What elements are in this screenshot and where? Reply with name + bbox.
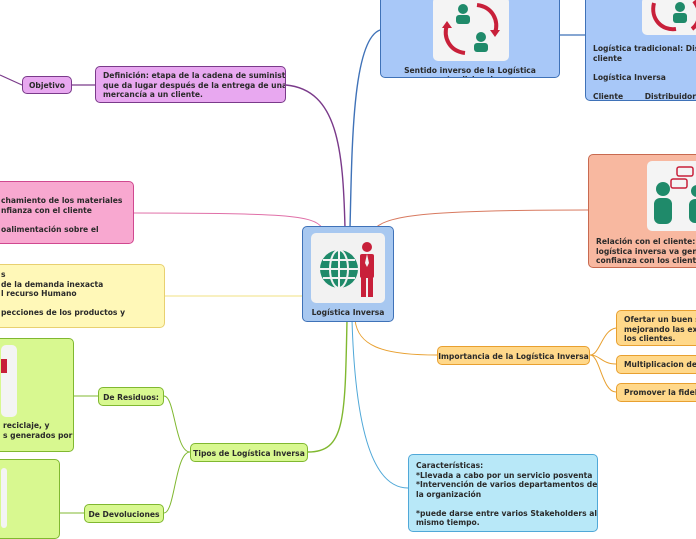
- caract-line-3: *Intervención de varios departamentos de: [416, 480, 598, 489]
- imp1-line-3: los clientes.: [624, 334, 676, 343]
- green1-line-2: s generados por: [3, 430, 73, 440]
- imp2-label: Multiplicacion de la: [624, 360, 696, 369]
- caract-line-2: *Llevada a cabo por un servicio posventa: [416, 470, 593, 480]
- pink-line-4: oalimentación sobre el: [1, 224, 99, 234]
- central-title: Logística Inversa: [311, 308, 385, 317]
- yellow-line-5: pecciones de los productos y: [1, 308, 126, 317]
- node-ofertar[interactable]: Ofertar un buen se mejorando las exp los…: [616, 310, 696, 346]
- globe-person-icon: [311, 233, 385, 303]
- node-multiplicacion[interactable]: Multiplicacion de la: [616, 355, 696, 374]
- caract-line-1: Características:: [416, 461, 484, 470]
- node-devoluciones[interactable]: De Devoluciones: [84, 504, 164, 523]
- caract-line-7: mismo tiempo.: [416, 518, 480, 527]
- node-beneficios[interactable]: chamiento de los materiales nfianza con …: [0, 181, 134, 244]
- recycle-image-icon: [1, 345, 17, 417]
- imp1-line-2: mejorando las exp: [624, 324, 696, 334]
- node-objetivo[interactable]: Objetivo: [22, 76, 72, 94]
- node-residuos[interactable]: De Residuos:: [98, 387, 164, 406]
- relacion-line-1: Relación con el cliente: ap: [596, 237, 696, 246]
- tipos-label: Tipos de Logística Inversa: [193, 449, 305, 458]
- cycle-people-icon-2: [642, 0, 696, 35]
- imp1-line-1: Ofertar un buen se: [624, 315, 696, 324]
- node-tipos[interactable]: Tipos de Logística Inversa: [190, 443, 308, 462]
- chat-people-icon: [647, 161, 696, 231]
- node-relacion-cliente[interactable]: Relación con el cliente: ap logística in…: [588, 154, 696, 268]
- devoluciones-label: De Devoluciones: [88, 510, 160, 519]
- caract-line-5: [416, 499, 590, 509]
- tradicional-line-6: Cliente _____Distribuidor: [593, 91, 696, 101]
- residuos-label: De Residuos:: [103, 393, 159, 402]
- tradicional-line-2: cliente: [593, 53, 623, 63]
- central-topic[interactable]: Logística Inversa: [302, 226, 394, 322]
- node-sentido-inverso[interactable]: Sentido inverso de la Logística tradicio…: [380, 0, 560, 78]
- cycle-people-icon: [433, 0, 509, 61]
- relacion-line-3: confianza con los clientes: [596, 256, 696, 265]
- node-caracteristicas[interactable]: Características: *Llevada a cabo por un …: [408, 454, 598, 532]
- yellow-line-4: [1, 299, 157, 309]
- tradicional-line-3: [593, 63, 696, 73]
- sentido-label: Sentido inverso de la Logística tradicio…: [404, 66, 536, 77]
- green1-line-1: reciclaje, y: [3, 421, 50, 430]
- return-image-icon: [1, 468, 7, 528]
- yellow-line-3: l recurso Humano: [1, 289, 77, 298]
- yellow-line-1: s: [1, 270, 6, 279]
- definicion-line-1: Definición: etapa de la cadena de sumini…: [103, 71, 286, 80]
- yellow-line-2: de la demanda inexacta: [1, 279, 104, 289]
- node-promover[interactable]: Promover la fideliz: [616, 383, 696, 402]
- tradicional-line-4: Logística Inversa: [593, 72, 666, 82]
- node-residuos-detalle[interactable]: reciclaje, y s generados por: [0, 338, 74, 452]
- relacion-line-2: logística inversa va gener: [596, 246, 696, 256]
- pink-line-2: nfianza con el cliente: [1, 205, 92, 215]
- caract-line-6: *puede darse entre varios Stakeholders a…: [416, 508, 598, 518]
- tradicional-line-5: [593, 82, 696, 92]
- imp3-label: Promover la fideliz: [624, 388, 696, 397]
- connector-lines: [0, 29, 617, 514]
- node-logistica-tradicional[interactable]: Logística tradicional: Distr cliente Log…: [585, 0, 696, 101]
- definicion-line-2: que da lugar después de la entrega de un…: [103, 80, 286, 90]
- node-devoluciones-detalle[interactable]: [0, 459, 60, 539]
- objetivo-label: Objetivo: [28, 81, 66, 90]
- tradicional-line-1: Logística tradicional: Distr: [593, 44, 696, 53]
- node-problemas[interactable]: s de la demanda inexacta l recurso Human…: [0, 264, 165, 328]
- importancia-label: Importancia de la Logística Inversa: [438, 352, 589, 361]
- caract-line-4: la organización: [416, 489, 482, 499]
- node-importancia[interactable]: Importancia de la Logística Inversa: [437, 346, 590, 365]
- pink-line-3: [1, 215, 126, 225]
- definicion-line-3: mercancía a un cliente.: [103, 90, 203, 99]
- node-definicion[interactable]: Definición: etapa de la cadena de sumini…: [95, 66, 286, 103]
- pink-line-1: chamiento de los materiales: [1, 196, 123, 205]
